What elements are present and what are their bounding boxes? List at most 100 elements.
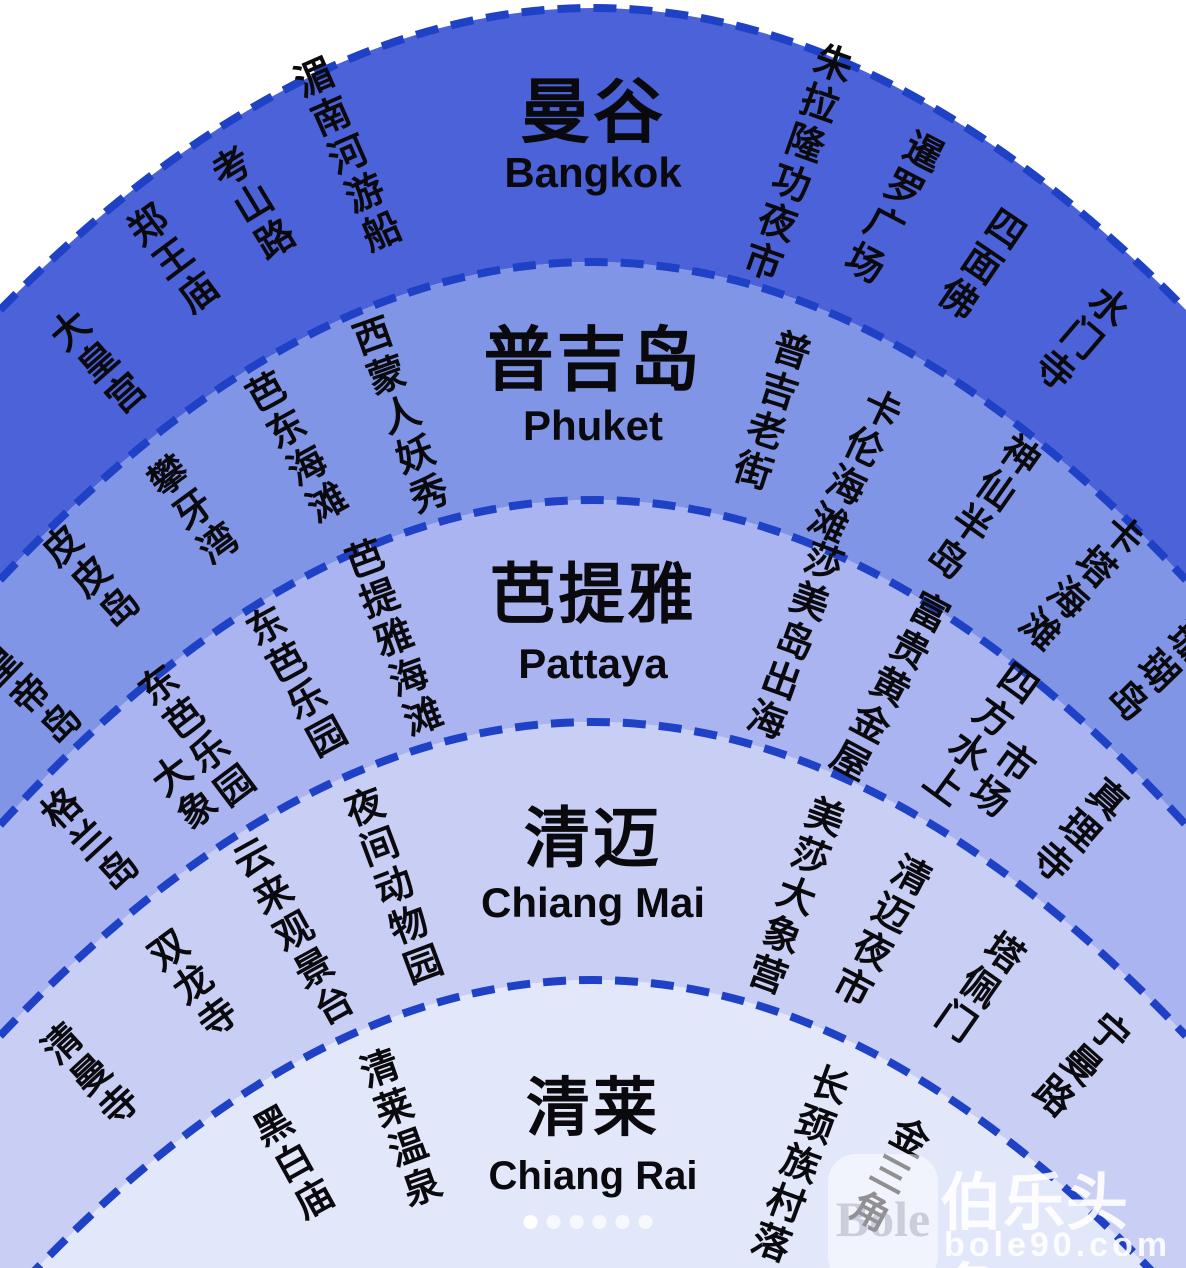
attraction-label: 攀牙湾 <box>135 449 245 577</box>
band-area-chiang-mai <box>0 722 1186 1268</box>
attraction-label: 格兰岛 <box>28 782 146 904</box>
attraction-text: 黑白庙 <box>241 1099 339 1231</box>
band-boundary-1 <box>0 258 1186 583</box>
city-name-latin: Chiang Rai <box>488 1154 698 1198</box>
attraction-text: 长颈族村落 <box>739 1057 853 1268</box>
attraction-text: 大皇宫 <box>37 303 153 427</box>
attraction-label: 暹罗广场 <box>832 121 948 291</box>
carousel-dot-5[interactable] <box>615 1215 630 1229</box>
attraction-label: 皮皮岛 <box>29 519 147 641</box>
attraction-text: 四面佛 <box>925 198 1031 326</box>
city-name: 普吉岛 <box>483 321 703 399</box>
attraction-text: 卡伦海滩 <box>796 380 906 550</box>
attraction-label: 真理寺 <box>1018 766 1134 890</box>
attraction-text: 双龙寺 <box>135 923 245 1051</box>
attraction-label: 东芭乐园 <box>234 600 352 768</box>
attraction-label: 郑王庙 <box>115 198 225 326</box>
band-area-phuket <box>0 262 1186 825</box>
attraction-text: 普吉老街 <box>722 323 814 497</box>
attraction-text: 格兰岛 <box>28 782 146 904</box>
attraction-text: 卡塔海滩 <box>1006 503 1150 657</box>
attraction-text: 皇帝岛 <box>0 639 88 757</box>
attraction-label: 芭东海滩 <box>234 366 352 534</box>
city-name: 清迈 <box>523 801 662 875</box>
band-area-bangkok <box>0 8 1186 580</box>
attraction-label: 黑白庙 <box>241 1099 339 1231</box>
carousel-dot-6[interactable] <box>638 1215 653 1229</box>
attraction-label: 湄南河游船 <box>282 52 406 262</box>
attraction-label: 神仙半岛 <box>914 424 1046 586</box>
attraction-text: 神仙半岛 <box>914 424 1046 586</box>
carousel-dot-1[interactable] <box>523 1215 538 1229</box>
attraction-label: 西蒙人妖秀 <box>341 311 453 523</box>
attraction-text: 夜间动物园 <box>333 782 447 994</box>
carousel-dot-2[interactable] <box>546 1215 561 1229</box>
band-boundary-2 <box>0 496 1186 828</box>
attraction-text: 芭东海滩 <box>234 366 352 534</box>
attraction-text: 东芭乐园 <box>234 600 352 768</box>
attraction-text: 真理寺 <box>1018 766 1134 890</box>
carousel-dot-4[interactable] <box>592 1215 607 1229</box>
attraction-label: 塔佩门 <box>922 921 1030 1049</box>
city-name: 芭提雅 <box>489 557 697 631</box>
attraction-text: 水门寺 <box>1021 274 1135 398</box>
attraction-text: 云来观景台 <box>220 831 360 1037</box>
attraction-label: 清迈夜市 <box>820 845 936 1015</box>
attraction-label: 普吉老街 <box>722 323 814 497</box>
attraction-label: 朱拉隆功夜市 <box>732 36 856 288</box>
band-boundary-3 <box>0 718 1186 1039</box>
attraction-text: 塔佩门 <box>922 921 1030 1049</box>
attraction-text: 攀牙湾 <box>135 449 245 577</box>
attraction-text: 金三角 <box>837 1107 935 1239</box>
attraction-label: 云来观景台 <box>220 831 360 1037</box>
attraction-label: 芭提雅海滩 <box>334 534 446 746</box>
city-name-latin: Bangkok <box>504 149 682 196</box>
attraction-label: 四面佛 <box>925 198 1031 326</box>
city-name-latin: Pattaya <box>518 640 668 687</box>
attraction-text: 湄南河游船 <box>282 52 406 262</box>
attraction-label: 皇帝岛 <box>0 639 88 757</box>
attraction-text: 朱拉隆功夜市 <box>732 36 856 288</box>
attraction-text: 皮皮岛 <box>29 519 147 641</box>
attraction-label: 清莱温泉 <box>349 1043 445 1217</box>
attraction-label: 珊瑚岛 <box>1095 608 1186 728</box>
city-name-latin: Chiang Mai <box>480 879 706 926</box>
attraction-text: 清莱温泉 <box>349 1043 445 1217</box>
attraction-text: 清曼寺 <box>29 1017 147 1139</box>
attraction-text: 郑王庙 <box>115 198 225 326</box>
carousel-dots <box>523 1215 653 1229</box>
attraction-text: 清迈夜市 <box>820 845 936 1015</box>
band-area-pattaya <box>0 500 1186 1036</box>
attraction-label: 长颈族村落 <box>739 1057 853 1268</box>
attraction-text: 宁曼路 <box>1020 1000 1136 1124</box>
attraction-label: 卡塔海滩 <box>1006 503 1150 657</box>
attraction-label: 夜间动物园 <box>333 782 447 994</box>
attraction-label: 考山路 <box>199 141 301 271</box>
city-name-latin: Phuket <box>522 402 664 449</box>
attraction-label: 大皇宫 <box>37 303 153 427</box>
attraction-label: 清曼寺 <box>29 1017 147 1139</box>
band-boundary-4 <box>31 976 1155 1268</box>
attraction-text: 珊瑚岛 <box>1095 608 1186 728</box>
attraction-label: 美莎大象营 <box>736 789 847 1001</box>
carousel-dot-3[interactable] <box>569 1215 584 1229</box>
attraction-label: 莎美岛出海 <box>735 534 847 746</box>
city-name: 曼谷 <box>520 73 666 151</box>
attraction-text: 暹罗广场 <box>832 121 948 291</box>
attraction-text: 西蒙人妖秀 <box>341 311 453 523</box>
attraction-text: 莎美岛出海 <box>735 534 847 746</box>
attraction-text: 考山路 <box>199 141 301 271</box>
attraction-label: 大象东芭乐园 <box>93 659 261 843</box>
attraction-label: 金三角 <box>837 1107 935 1239</box>
attraction-label: 水门寺 <box>1021 274 1135 398</box>
band-boundary-0 <box>0 4 1186 313</box>
attraction-label: 双龙寺 <box>135 923 245 1051</box>
